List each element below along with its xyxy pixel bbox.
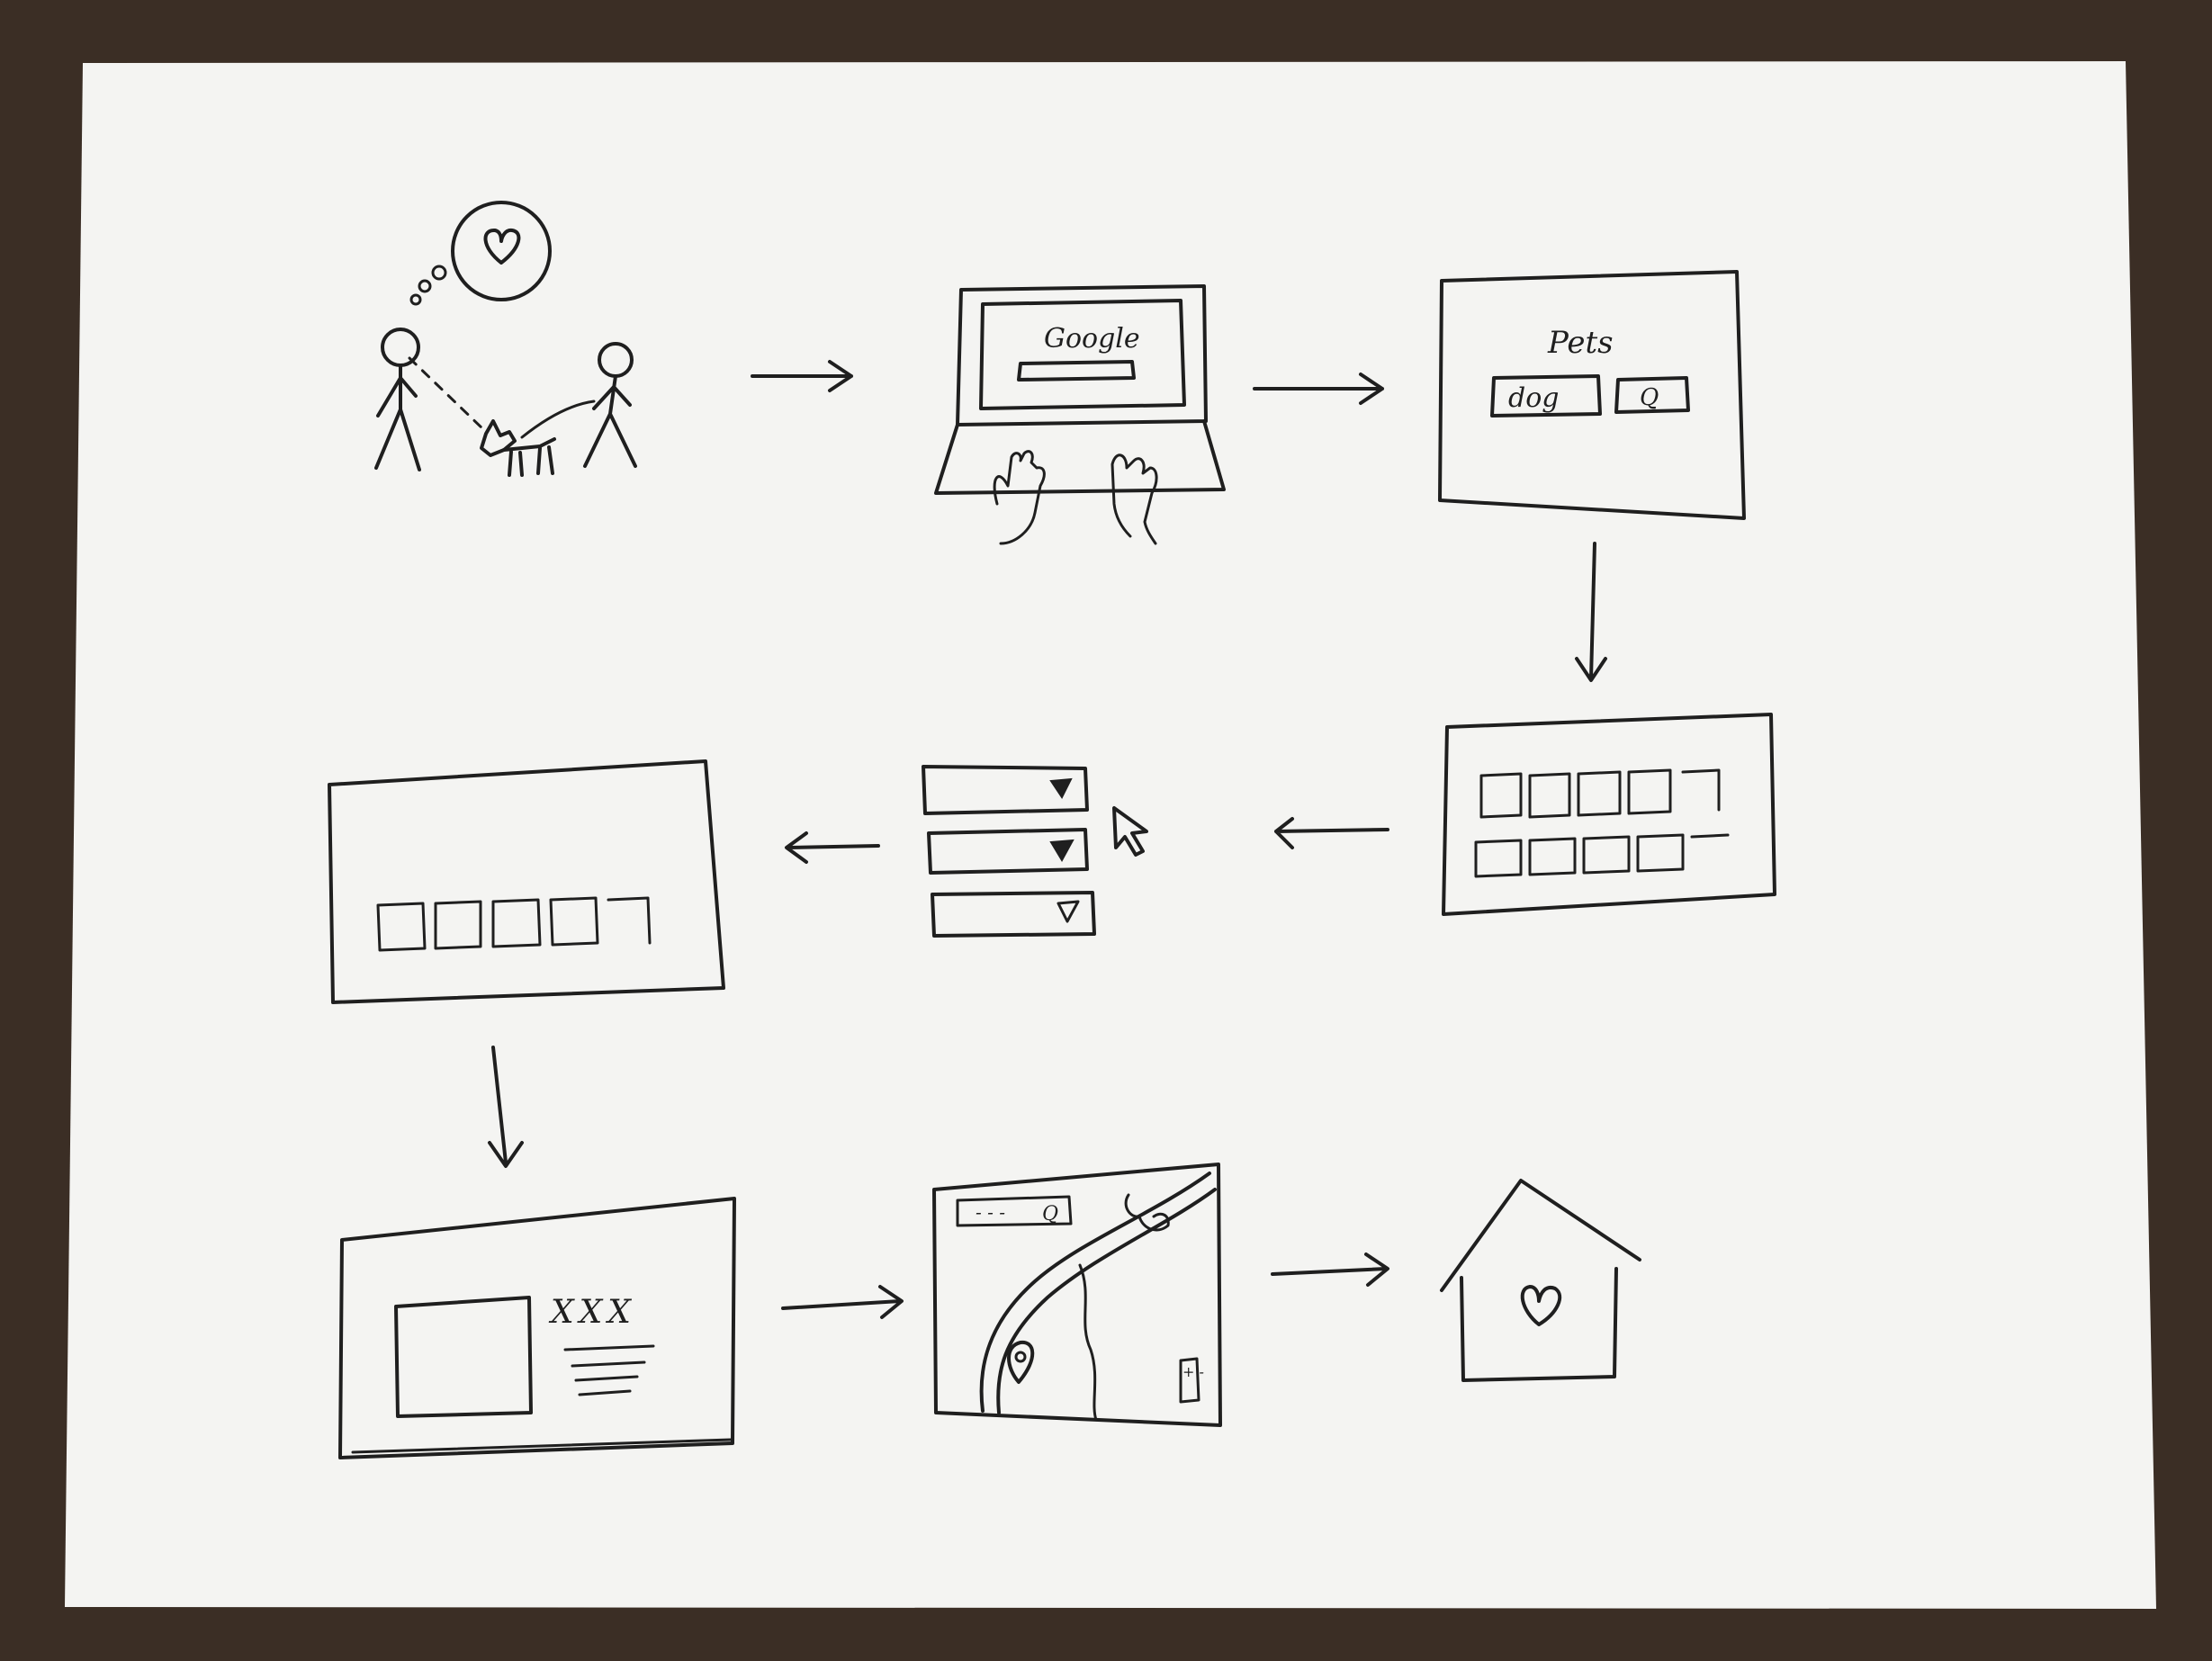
- thought-heart-icon: [483, 228, 521, 265]
- flow-arrow-1: [751, 360, 853, 392]
- step-8-map-directions-icon: - - - Q + -: [932, 1163, 1222, 1427]
- mouse-cursor-icon: [1112, 806, 1148, 857]
- location-pin-icon: [1007, 1340, 1035, 1384]
- site-title: Pets: [1547, 325, 1614, 361]
- detail-heading: XXX: [548, 1294, 636, 1331]
- flow-arrow-4: [1274, 817, 1389, 849]
- flow-arrow-7: [781, 1285, 904, 1319]
- paper-sheet: [65, 61, 2156, 1609]
- flow-arrow-6: [488, 1046, 524, 1168]
- search-query-text: dog: [1508, 382, 1559, 414]
- step-9-home-heart-icon: [1440, 1179, 1641, 1382]
- map-search-placeholder: - - -: [976, 1201, 1005, 1223]
- step-1-person-walking-dog-icon: [374, 201, 637, 477]
- search-button-glyph: Q: [1640, 384, 1659, 411]
- dropdown-arrow-icon: [1057, 900, 1080, 923]
- zoom-controls: [1179, 1357, 1200, 1404]
- flow-arrow-3: [1575, 542, 1607, 682]
- map-search-glyph: Q: [1042, 1203, 1058, 1226]
- step-6-filtered-results-icon: [328, 759, 725, 1004]
- dropdown-arrow-icon: [1049, 839, 1075, 863]
- step-5-filter-dropdowns-icon: [922, 765, 1148, 938]
- step-4-results-grid-icon: [1442, 713, 1776, 916]
- home-heart-icon: [1520, 1285, 1562, 1326]
- map-zoom-controls: + -: [1182, 1363, 1204, 1380]
- flow-arrow-5: [785, 831, 880, 864]
- dropdown-arrow-icon: [1049, 777, 1073, 799]
- flow-arrow-2: [1253, 373, 1384, 405]
- step-7-pet-detail-page-icon: XXX: [338, 1197, 736, 1459]
- step-2-laptop-typing-icon: Google: [934, 284, 1226, 545]
- search-engine-label: Google: [1044, 323, 1140, 355]
- pet-photo-placeholder: [394, 1296, 533, 1418]
- flow-arrow-8: [1271, 1252, 1389, 1287]
- step-3-pet-site-search-icon: Pets dog Q: [1438, 270, 1746, 520]
